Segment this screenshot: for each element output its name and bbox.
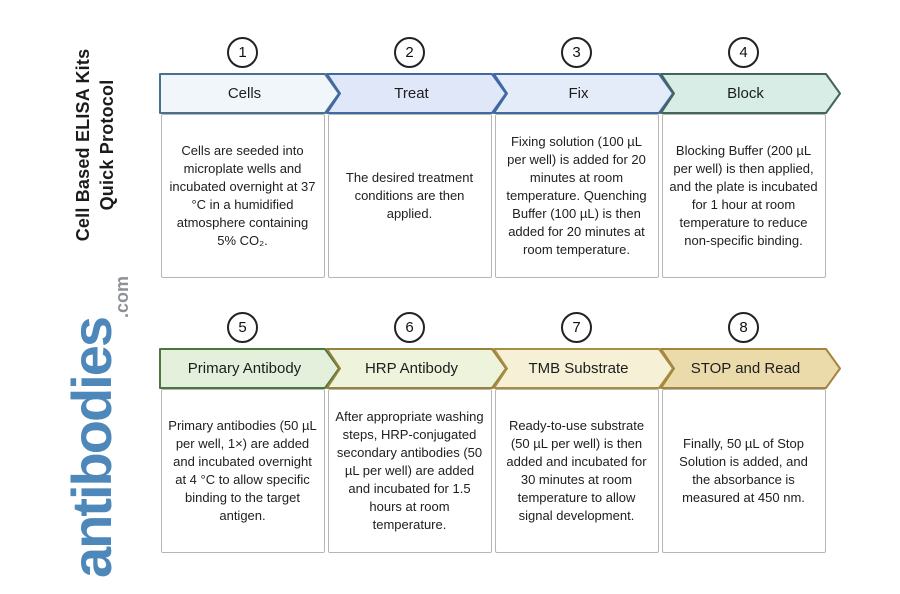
logo-domain-suffix: .com [111,275,132,318]
step-arrow: Primary Antibody [159,348,340,389]
step-title: Cells [227,85,262,102]
step-number: 4 [739,44,748,61]
arrow-shape [326,73,507,114]
step-description-box: Ready-to-use substrate (50 µL per well) … [494,389,659,553]
step-description: Fixing solution (100 µL per well) is add… [506,134,647,257]
step-title: STOP and Read [690,360,801,377]
step-column-6: 6 HRP Antibody After appropriate washing… [326,312,507,553]
row2-columns: 5 Primary Antibody Primary antibodies (5… [159,312,841,553]
arrow-shape [159,73,340,114]
step-column-1: 1 Cells Cells are seeded into microplate… [159,37,340,278]
row1-columns: 1 Cells Cells are seeded into microplate… [159,37,841,278]
step-description: Finally, 50 µL of Stop Solution is added… [679,436,808,505]
antibodies-logo: antibodies .com [50,275,134,579]
step-arrow: STOP and Read [660,348,841,389]
step-description-box: Finally, 50 µL of Stop Solution is added… [661,389,826,553]
step-number-badge: 6 [394,312,425,343]
step-arrow: HRP Antibody [326,348,507,389]
step-number-badge: 4 [728,37,759,68]
protocol-title: Cell Based ELISA Kits Quick Protocol [72,25,120,265]
step-title: Block [727,85,764,102]
step-number-badge: 5 [227,312,258,343]
arrow-shape [660,73,841,114]
step-column-4: 4 Block Blocking Buffer (200 µL per well… [660,37,841,278]
step-title: Fix [568,85,589,102]
step-number: 5 [238,319,247,336]
step-title: TMB Substrate [528,360,629,377]
step-description-box: Fixing solution (100 µL per well) is add… [494,114,659,278]
arrow-shape [493,348,674,389]
protocol-title-line2: Quick Protocol [96,79,117,211]
step-description: Cells are seeded into microplate wells a… [169,143,316,248]
step-column-3: 3 Fix Fixing solution (100 µL per well) … [493,37,674,278]
step-number: 1 [238,44,247,61]
step-number-badge: 3 [561,37,592,68]
step-number: 3 [572,44,581,61]
flow-row-2: 5 Primary Antibody Primary antibodies (5… [159,312,841,553]
arrow-shape [159,348,340,389]
step-description: Primary antibodies (50 µL per well, 1×) … [168,418,317,523]
protocol-title-line1: Cell Based ELISA Kits [73,48,93,242]
step-title: Primary Antibody [187,360,302,377]
step-arrow: Treat [326,73,507,114]
step-description: Blocking Buffer (200 µL per well) is the… [669,143,818,248]
step-description: Ready-to-use substrate (50 µL per well) … [506,418,647,523]
flow-row-1: 1 Cells Cells are seeded into microplate… [159,37,841,278]
step-description-box: Blocking Buffer (200 µL per well) is the… [661,114,826,278]
step-description-box: After appropriate washing steps, HRP-con… [327,389,492,553]
step-number-badge: 2 [394,37,425,68]
step-number-badge: 7 [561,312,592,343]
step-description-box: The desired treatment conditions are the… [327,114,492,278]
step-column-7: 7 TMB Substrate Ready-to-use substrate (… [493,312,674,553]
logo-wordmark: antibodies [60,317,123,579]
step-description-box: Cells are seeded into microplate wells a… [160,114,325,278]
step-title: Treat [394,85,429,102]
step-number: 6 [405,319,414,336]
arrow-shape [493,73,674,114]
step-number: 2 [405,44,414,61]
step-arrow: TMB Substrate [493,348,674,389]
step-description: The desired treatment conditions are the… [345,170,474,221]
step-column-2: 2 Treat The desired treatment conditions… [326,37,507,278]
step-title: HRP Antibody [364,360,459,377]
step-column-5: 5 Primary Antibody Primary antibodies (5… [159,312,340,553]
step-arrow: Block [660,73,841,114]
arrow-shape [326,348,507,389]
step-column-8: 8 STOP and Read Finally, 50 µL of Stop S… [660,312,841,553]
step-number-badge: 1 [227,37,258,68]
step-number: 7 [572,319,581,336]
step-number: 8 [739,319,748,336]
step-description: After appropriate washing steps, HRP-con… [335,409,484,532]
step-arrow: Cells [159,73,340,114]
protocol-flow: 1 Cells Cells are seeded into microplate… [159,37,841,553]
step-description-box: Primary antibodies (50 µL per well, 1×) … [160,389,325,553]
step-number-badge: 8 [728,312,759,343]
arrow-shape [660,348,841,389]
step-arrow: Fix [493,73,674,114]
